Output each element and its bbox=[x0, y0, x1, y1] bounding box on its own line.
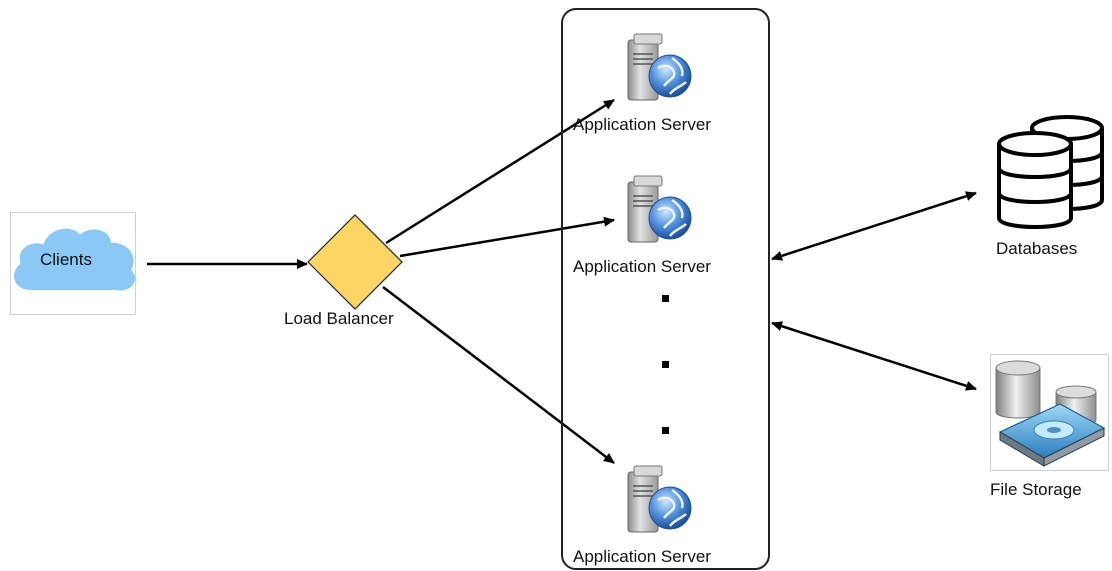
app-server-group bbox=[561, 8, 770, 570]
cloud-icon bbox=[14, 228, 135, 291]
server-globe-icon bbox=[627, 33, 692, 101]
arrow-lb-to-app3 bbox=[382, 286, 615, 464]
app-server-label: Application Server bbox=[573, 115, 711, 134]
load-balancer-label: Load Balancer bbox=[284, 309, 394, 328]
server-globe-icon bbox=[627, 465, 692, 533]
clients-node bbox=[10, 212, 136, 315]
arrow-lb-to-app1 bbox=[385, 98, 615, 245]
ellipsis-dot bbox=[662, 361, 669, 368]
arrow-lb-to-app2 bbox=[399, 216, 615, 258]
server-globe-icon bbox=[627, 175, 692, 243]
arrow-app-file-storage bbox=[771, 321, 977, 391]
clients-label: Clients bbox=[40, 250, 92, 269]
diamond-icon bbox=[307, 214, 403, 310]
storage-drive-icon bbox=[995, 360, 1106, 467]
file-storage-node bbox=[990, 354, 1109, 471]
database-cylinders-icon bbox=[997, 115, 1104, 229]
app-server-label: Application Server bbox=[573, 547, 711, 566]
ellipsis-dot bbox=[662, 295, 669, 302]
databases-label: Databases bbox=[996, 239, 1078, 258]
app-server-label: Application Server bbox=[573, 257, 711, 276]
load-balancer-node bbox=[307, 214, 403, 310]
arrow-app-databases bbox=[771, 191, 977, 261]
file-storage-label: File Storage bbox=[990, 480, 1082, 499]
ellipsis-dot bbox=[662, 427, 669, 434]
